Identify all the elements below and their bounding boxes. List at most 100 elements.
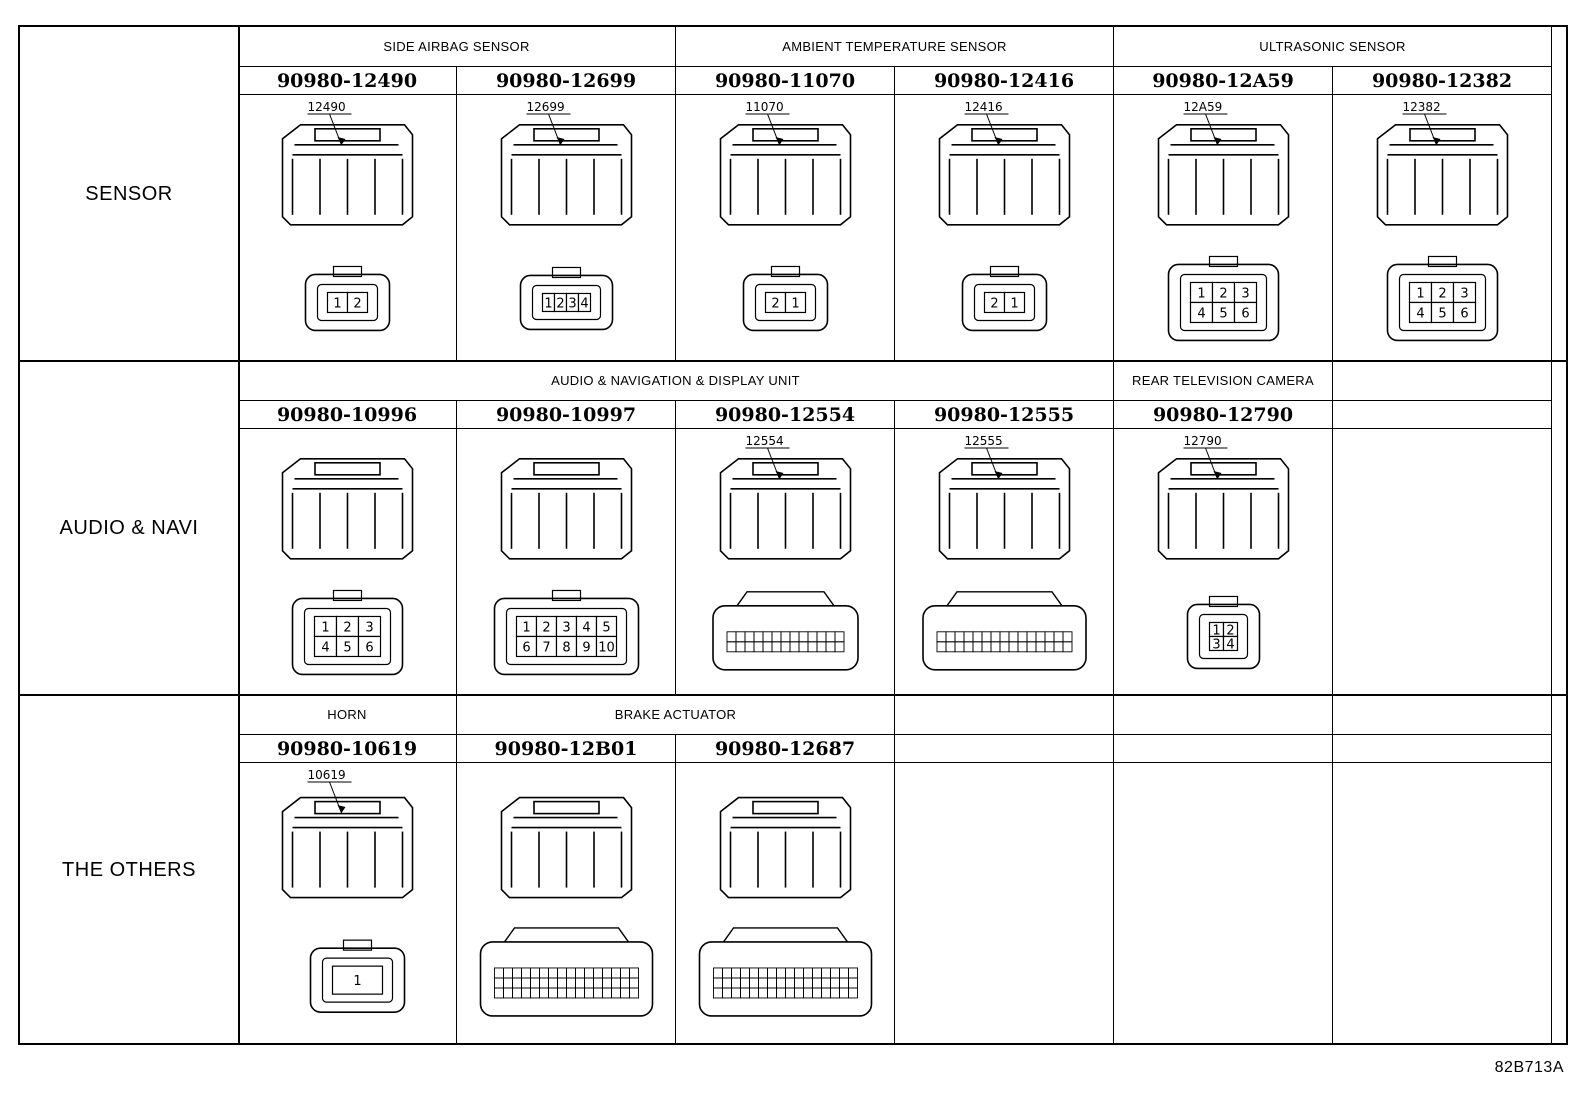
part-number [895, 735, 1114, 763]
pin-number: 4 [1416, 306, 1424, 321]
pin-number: 4 [1197, 306, 1205, 321]
group-header [1114, 695, 1333, 735]
group-header: AMBIENT TEMPERATURE SENSOR [676, 27, 1114, 67]
group-header: ULTRASONIC SENSOR [1114, 27, 1552, 67]
group-header [1333, 361, 1552, 401]
connector-body [500, 796, 633, 899]
connector-image [1333, 429, 1552, 695]
pin-cell [346, 291, 369, 314]
part-number: 90980-12699 [457, 67, 676, 95]
pin-number: 4 [582, 620, 590, 635]
connector-body [938, 458, 1071, 560]
connector-body [719, 796, 852, 899]
pin-face [712, 591, 859, 671]
part-number: 90980-10619 [238, 735, 457, 763]
pin-number: 2 [771, 296, 779, 311]
pin-number: 5 [1438, 306, 1446, 321]
connector-image [895, 763, 1114, 1045]
part-callout: 10619 [307, 768, 352, 814]
row-separator [20, 694, 1566, 696]
pin-number: 1 [353, 974, 361, 989]
connector-body [281, 124, 414, 226]
group-header [895, 695, 1114, 735]
pin-number: 3 [562, 620, 570, 635]
group-header [1333, 695, 1552, 735]
pin-number: 7 [542, 640, 550, 655]
pin-number: 1 [1010, 296, 1018, 311]
pin-cell [1452, 301, 1477, 324]
pin-cell [784, 291, 807, 314]
pin-number: 6 [1460, 306, 1468, 321]
connector-body [1376, 124, 1509, 226]
connector-image [1333, 763, 1552, 1045]
part-number: 90980-12555 [895, 401, 1114, 429]
pin-cell [1222, 635, 1239, 652]
connector-body [719, 124, 852, 226]
connector-body [281, 796, 414, 899]
part-number: 90980-12B01 [457, 735, 676, 763]
pin-cell [331, 965, 384, 995]
row-label: THE OTHERS [20, 695, 240, 1045]
pin-number: 5 [602, 620, 610, 635]
pin-number: 3 [568, 296, 576, 311]
pin-number: 6 [1241, 306, 1249, 321]
pin-number: 2 [556, 296, 564, 311]
pin-number: 2 [353, 296, 361, 311]
part-number [1333, 401, 1552, 429]
pin-number: 3 [1212, 637, 1220, 652]
pin-number: 2 [1226, 623, 1234, 638]
part-number: 90980-12490 [238, 67, 457, 95]
pin-number: 1 [333, 296, 341, 311]
row-label: SENSOR [20, 27, 240, 361]
pin-number: 3 [1241, 286, 1249, 301]
pin-number: 2 [1438, 286, 1446, 301]
part-number [1114, 735, 1333, 763]
callout-label: 12382 [1403, 100, 1441, 114]
pin-number: 4 [1226, 637, 1234, 652]
callout-label: 12790 [1184, 434, 1222, 448]
part-callout: 12554 [745, 434, 790, 480]
part-number: 90980-12790 [1114, 401, 1333, 429]
pin-number: 6 [365, 640, 373, 655]
part-number: 90980-12416 [895, 67, 1114, 95]
group-header: AUDIO & NAVIGATION & DISPLAY UNIT [238, 361, 1114, 401]
connector-image: 1 10619 [238, 763, 457, 1045]
pin-number: 8 [562, 640, 570, 655]
figure-code: 82B713A [1494, 1059, 1564, 1076]
connector-body [938, 124, 1071, 226]
connector-image: 12555 [895, 429, 1114, 695]
part-callout: 12A59 [1183, 100, 1228, 146]
pin-cell [595, 635, 618, 658]
group-header: SIDE AIRBAG SENSOR [238, 27, 676, 67]
connector-body [500, 124, 633, 226]
pin-number: 6 [522, 640, 530, 655]
callout-label: 12490 [308, 100, 346, 114]
pin-number: 10 [598, 640, 615, 655]
group-header: HORN [238, 695, 457, 735]
callout-label: 12699 [527, 100, 565, 114]
pin-number: 2 [1219, 286, 1227, 301]
pin-cell [1003, 291, 1026, 314]
callout-label: 12554 [746, 434, 784, 448]
connector-image [457, 763, 676, 1045]
pin-number: 9 [582, 640, 590, 655]
part-number: 90980-12A59 [1114, 67, 1333, 95]
pin-number: 1 [1212, 623, 1220, 638]
part-callout: 12490 [307, 100, 352, 146]
connector-body [1157, 124, 1290, 226]
connector-image [676, 763, 895, 1045]
pin-number: 2 [343, 620, 351, 635]
connector-body [500, 458, 633, 560]
pin-number: 3 [365, 620, 373, 635]
pin-number: 3 [1460, 286, 1468, 301]
